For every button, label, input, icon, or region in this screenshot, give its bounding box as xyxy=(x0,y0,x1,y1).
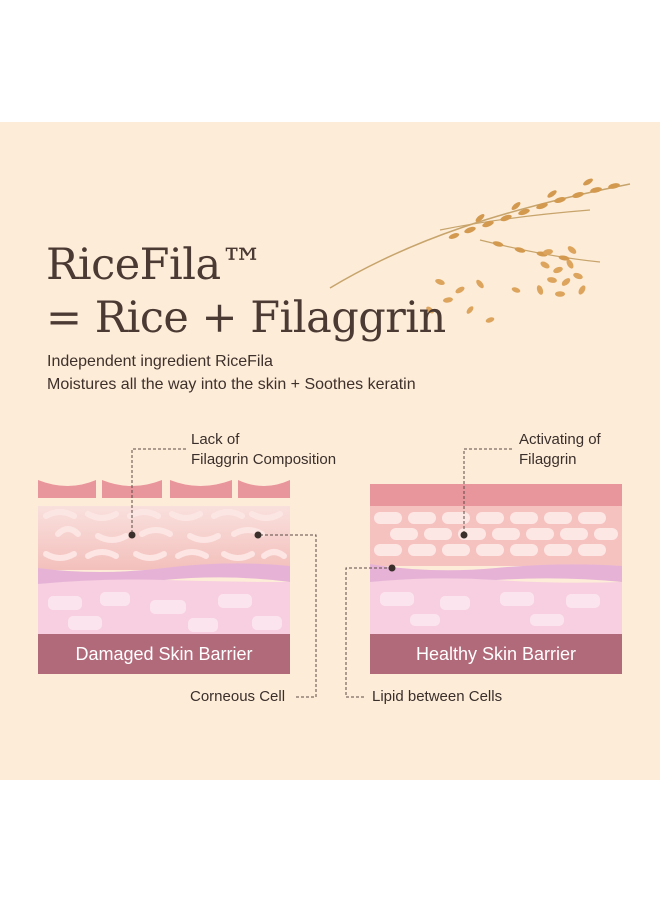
damaged-skin-barrier-label: Damaged Skin Barrier xyxy=(38,634,290,674)
healthy-skin-barrier-label: Healthy Skin Barrier xyxy=(370,634,622,674)
damaged-callout-line-1: Lack of xyxy=(191,431,240,448)
subtitle-line-1: Independent ingredient RiceFila xyxy=(47,353,273,370)
damaged-skin-diagram xyxy=(38,480,290,634)
damaged-callout: Lack of Filaggrin Composition xyxy=(191,430,336,470)
healthy-skin-diagram xyxy=(370,484,622,634)
rice-grains-icon xyxy=(426,246,586,323)
healthy-callout-line-1: Activating of xyxy=(519,431,601,448)
healthy-callout: Activating of Filaggrin xyxy=(519,430,601,470)
headline-line-2: = Rice + Filaggrin xyxy=(46,293,446,343)
damaged-callout-line-2: Filaggrin Composition xyxy=(191,451,337,468)
rice-stalk-icon xyxy=(329,178,631,323)
lipid-callout: Lipid between Cells xyxy=(372,688,503,705)
corneous-cell-callout: Corneous Cell xyxy=(190,688,286,705)
healthy-callout-line-2: Filaggrin xyxy=(519,451,577,468)
headline-line-1: RiceFila™ xyxy=(46,240,264,290)
subtitle-line-2: Moistures all the way into the skin + So… xyxy=(47,376,416,393)
